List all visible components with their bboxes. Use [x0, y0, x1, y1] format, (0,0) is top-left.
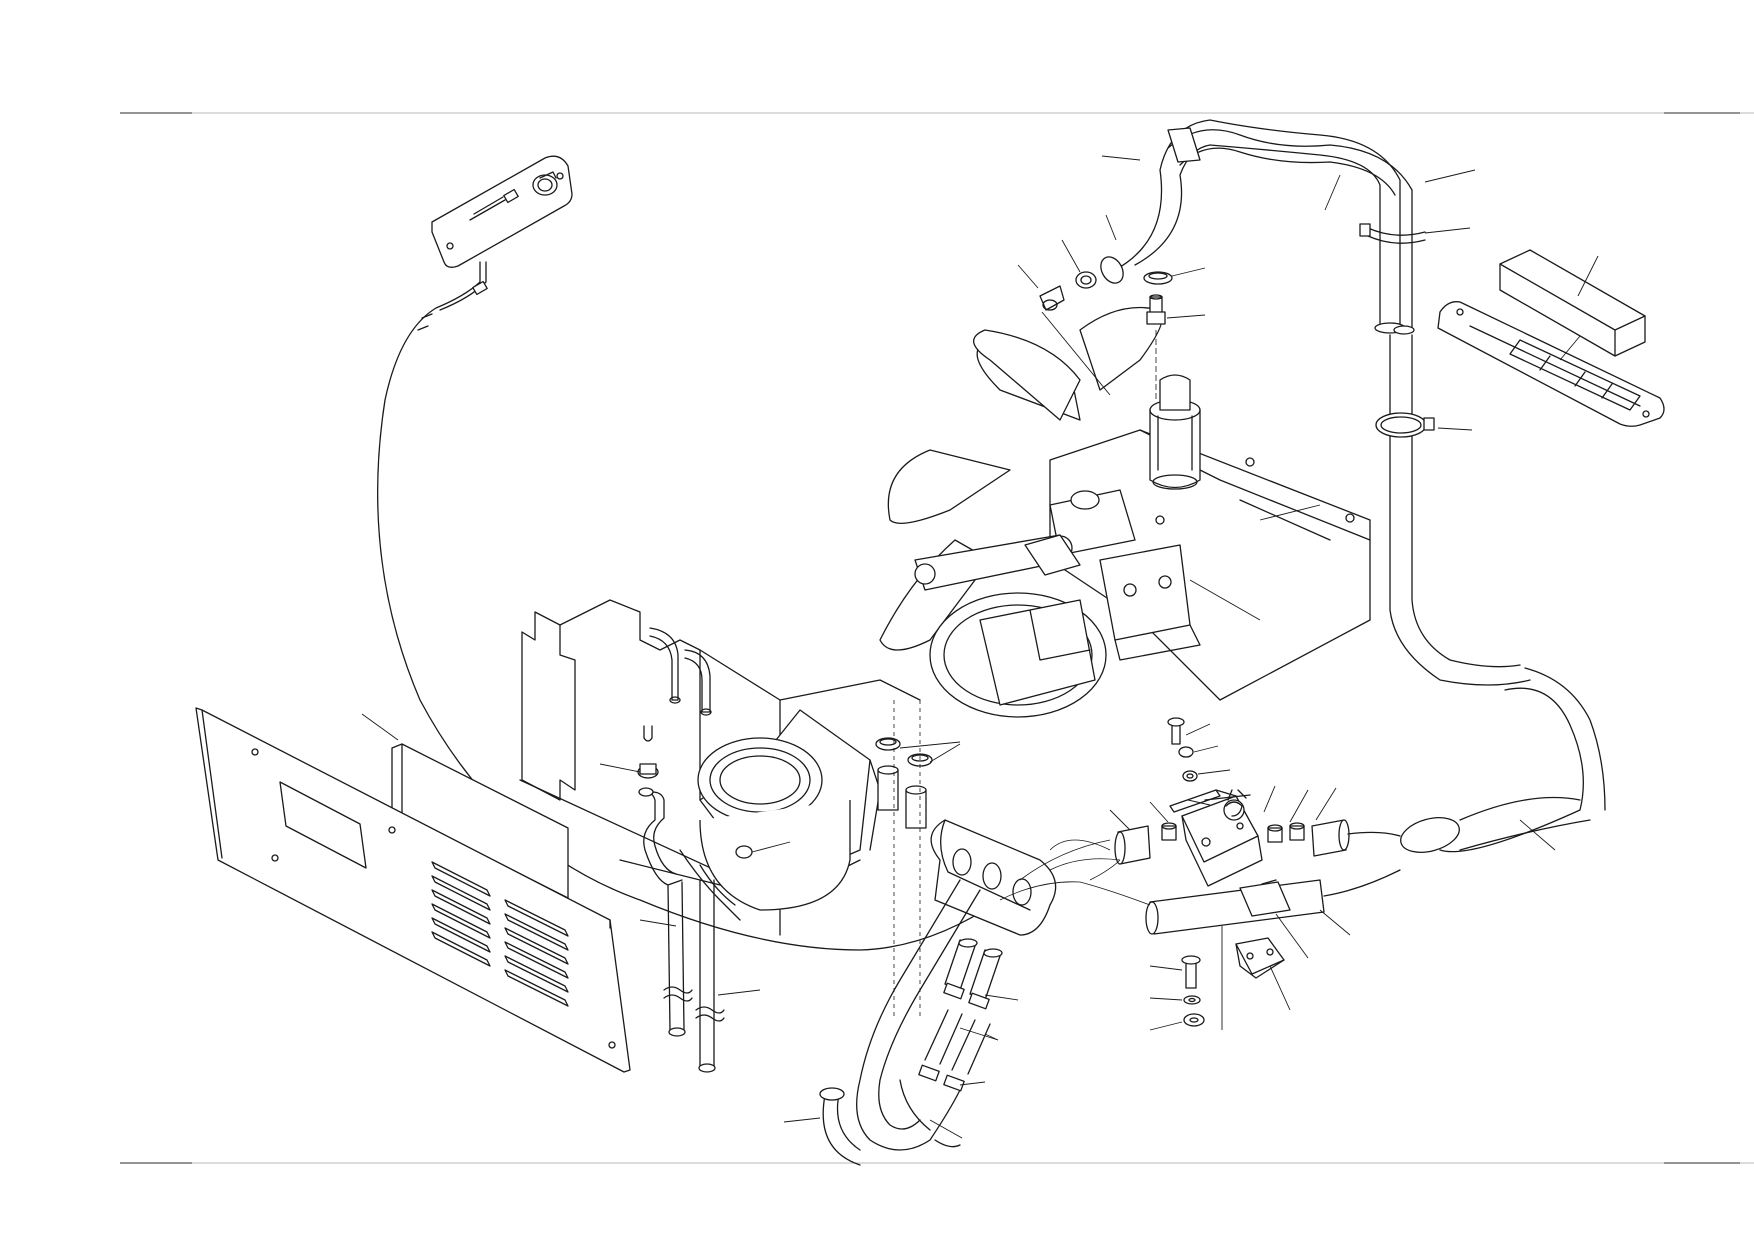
screw-icon: [1149, 955, 1201, 989]
clamp-icon: [735, 841, 791, 859]
lower-coolant-hose-loop: [783, 879, 1019, 1166]
page-frame-rules: [120, 112, 1754, 1164]
fitting-icon: [1017, 264, 1111, 396]
thermostat-control-panel: [431, 155, 573, 268]
temperature-knob-icon: [532, 171, 558, 196]
hose-clamps: [875, 700, 961, 1020]
blower-fan-housing: [697, 709, 881, 911]
filter-element: [1499, 249, 1646, 357]
clamp-icon: [875, 737, 901, 751]
alternator-icon: [929, 592, 1107, 718]
clamp-icon: [1143, 267, 1206, 285]
hose-band-clamp-icon: [1359, 223, 1426, 244]
washer-icon: [1149, 995, 1201, 1005]
bypass-tube: [1145, 869, 1401, 959]
heater-pipes-icon: [649, 627, 712, 716]
control-cable: [377, 261, 1001, 951]
nipple-fitting-icon: [1146, 294, 1206, 400]
screw-icon: [1167, 717, 1211, 745]
rubber-grommet-block: [930, 819, 1057, 936]
hose-clamps: [1017, 239, 1206, 400]
filler-neck-icon: [1149, 374, 1201, 490]
heater-hoses: [599, 725, 791, 1073]
valve-actuator-icon: [1223, 789, 1247, 821]
capillary-sensor-icon: [469, 188, 519, 221]
air-filter-tray: [1437, 301, 1665, 427]
routing-lines: [999, 839, 1151, 906]
hardware-screws-washers: [1149, 955, 1205, 1031]
pipe-band-clamp-icon: [1375, 412, 1473, 438]
engine-fan-assembly: [879, 306, 1371, 718]
washer-icon: [1182, 769, 1231, 782]
louver-slots: [431, 861, 569, 1007]
short-tube-icon: [877, 765, 927, 829]
washer-icon: [1178, 745, 1219, 758]
upper-coolant-hose: [1100, 119, 1476, 335]
tube-coupler-icon: [918, 938, 1003, 1092]
water-valve-assembly: [1109, 717, 1401, 887]
hose-clip-icon: [1267, 824, 1283, 843]
vertical-coolant-pipe: [1375, 334, 1606, 853]
washer-icon: [1149, 1013, 1205, 1031]
hose-clip-icon: [1161, 822, 1177, 841]
clamp-icon: [1061, 239, 1097, 289]
louvered-grille-panel: [195, 707, 631, 1073]
mounting-bracket: [1221, 926, 1291, 1030]
hose-clip-icon: [1289, 822, 1305, 841]
u-clip-icon: [599, 725, 659, 779]
